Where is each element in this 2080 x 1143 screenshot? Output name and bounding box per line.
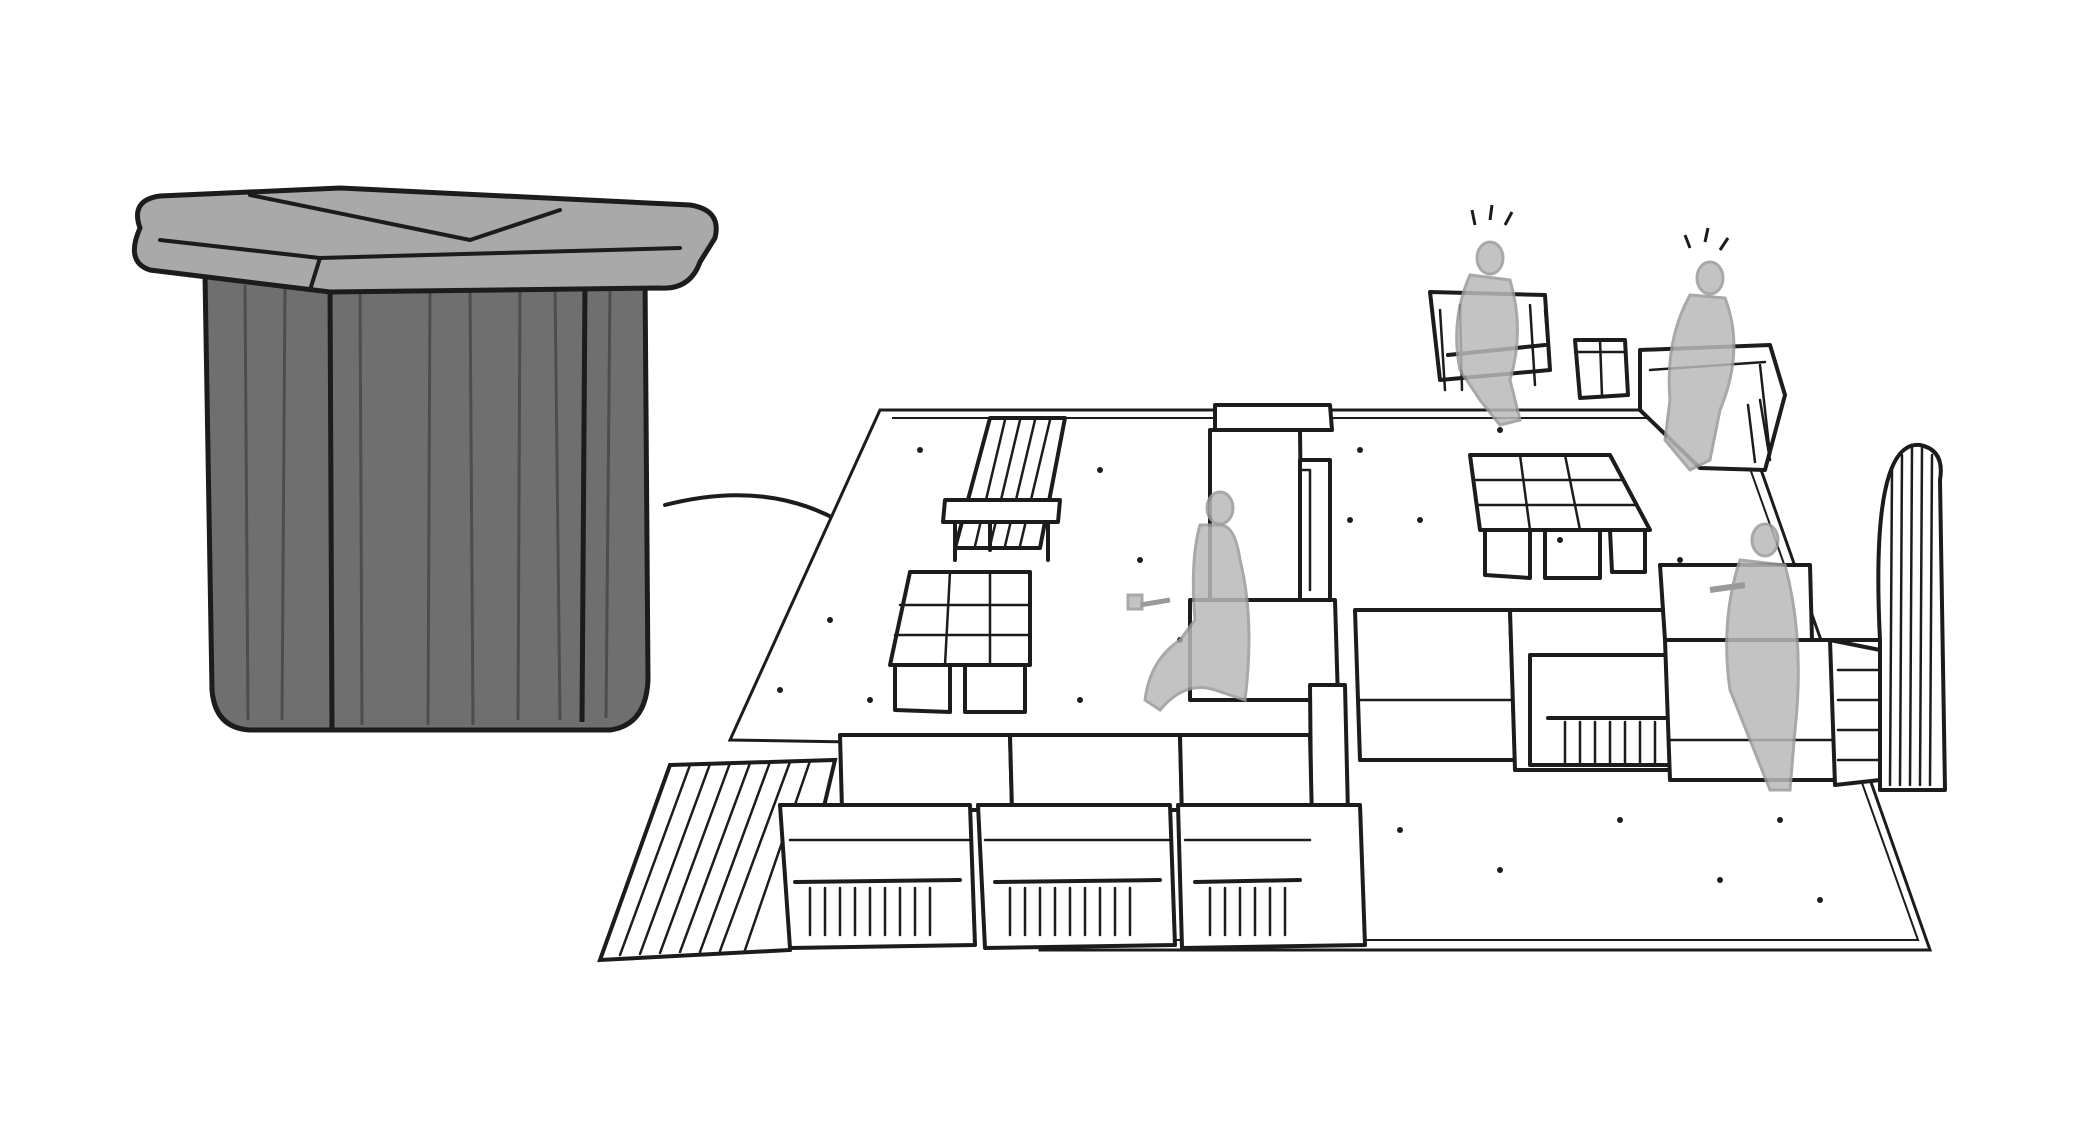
sofa-front-row — [778, 733, 1367, 950]
sofa-front-module-2 — [976, 803, 1177, 950]
side-table-detail — [131, 185, 892, 733]
sofa-front-module-3 — [1176, 803, 1367, 950]
person-center — [1126, 490, 1251, 712]
person-chair-right — [1663, 227, 1736, 472]
side-table-folds — [243, 284, 612, 726]
cup-icon — [1126, 593, 1144, 611]
cube-table-left — [888, 570, 1032, 714]
striped-ramp — [597, 757, 838, 963]
side-table-body — [202, 272, 651, 733]
small-table — [941, 498, 1062, 562]
slatted-screen — [1828, 442, 1947, 792]
cube-stool — [1573, 338, 1630, 400]
person-right-sofa — [1709, 522, 1800, 792]
person-chair-left — [1455, 204, 1522, 427]
cube-table-right — [1468, 453, 1652, 580]
side-table-top — [131, 185, 719, 295]
